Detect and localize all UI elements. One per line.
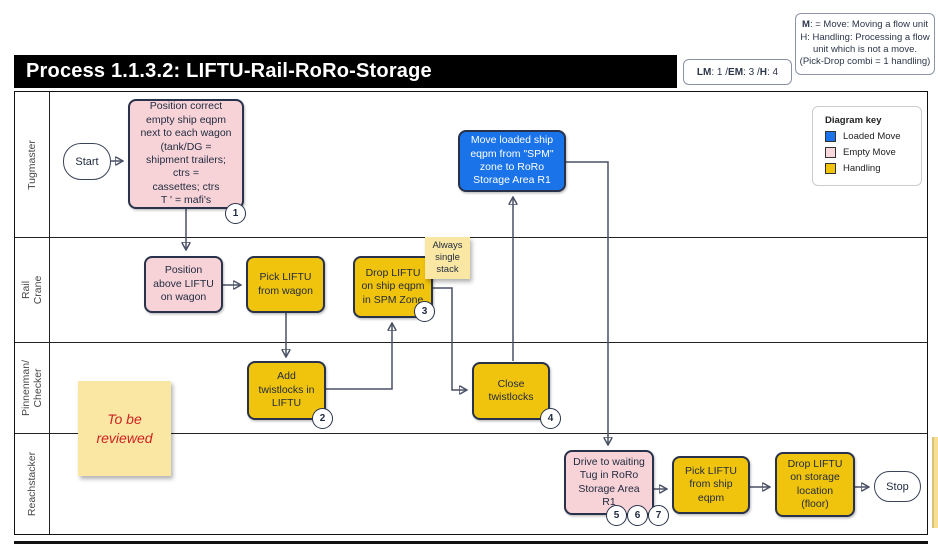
- legend-label: Empty Move: [843, 147, 896, 158]
- lane-label-cell: Rail Crane: [15, 238, 50, 342]
- step-number-4[interactable]: 4: [540, 408, 561, 429]
- legend-label: Loaded Move: [843, 131, 901, 142]
- lane-label-reachstacker: Reachstacker: [25, 451, 38, 517]
- lane-label-tugmaster: Tugmaster: [25, 139, 38, 190]
- step-text: Pick LIFTU from ship eqpm: [685, 464, 737, 504]
- lane-label-cell: Reachstacker: [15, 434, 50, 534]
- step-text: Position correct empty ship eqpm next to…: [140, 100, 232, 207]
- step-text: Move loaded ship eqpm from "SPM" zone to…: [470, 134, 554, 187]
- lane-label-pinnenman-checker: Pinnenman/ Checker: [19, 359, 44, 417]
- step-text: Pick LIFTU from wagon: [258, 271, 313, 297]
- legend-label: Handling: [843, 163, 881, 174]
- start-label: Start: [75, 155, 99, 168]
- step-position-empty-ship-eqpm[interactable]: Position correct empty ship eqpm next to…: [128, 99, 244, 209]
- page-title: Process 1.1.3.2: LIFTU-Rail-RoRo-Storage: [26, 60, 432, 82]
- stop-terminal[interactable]: Stop: [874, 471, 921, 502]
- lane-tugmaster: Tugmaster: [15, 92, 927, 238]
- counter-em-value: : 3 /: [743, 66, 760, 78]
- step-add-twistlocks[interactable]: Add twistlocks in LIFTU: [247, 361, 326, 420]
- lane-rail-crane: Rail Crane: [15, 238, 927, 343]
- step-number-7[interactable]: 7: [648, 505, 669, 526]
- step-close-twistlocks[interactable]: Close twistlocks: [472, 362, 550, 420]
- note-text: M: = Move: Moving a flow unit H: Handlin…: [799, 19, 931, 68]
- lane-reachstacker: Reachstacker: [15, 434, 927, 534]
- step-number-5[interactable]: 5: [606, 505, 627, 526]
- lane-label-cell: Pinnenman/ Checker: [15, 343, 50, 433]
- step-text: Drop LIFTU on ship eqpm in SPM Zone: [361, 266, 425, 306]
- step-move-loaded-ship-eqpm[interactable]: Move loaded ship eqpm from "SPM" zone to…: [458, 130, 566, 192]
- lane-pinnenman-checker: Pinnenman/ Checker: [15, 343, 927, 434]
- step-text: Drop LIFTU on storage location (floor): [787, 457, 843, 510]
- empty-move-swatch: [825, 147, 836, 158]
- move-handling-definition-note[interactable]: M: = Move: Moving a flow unit H: Handlin…: [795, 13, 935, 75]
- counter-lm-label: LM: [696, 66, 712, 78]
- swimlane-frame: Tugmaster Rail Crane Pinnenman/ Checker …: [14, 91, 928, 535]
- move-handling-counter-badge[interactable]: LM: 1 / EM: 3 / H: 4: [683, 59, 792, 85]
- diagram-key-title: Diagram key: [825, 115, 882, 126]
- start-terminal[interactable]: Start: [63, 143, 111, 180]
- step-position-above-liftu[interactable]: Position above LIFTU on wagon: [144, 256, 223, 313]
- sticky-partial-right-edge[interactable]: [932, 437, 938, 528]
- step-drop-liftu-storage-location[interactable]: Drop LIFTU on storage location (floor): [775, 452, 855, 517]
- bottom-divider-line: [14, 541, 928, 544]
- step-text: Add twistlocks in LIFTU: [258, 370, 315, 410]
- lane-label-rail-crane: Rail Crane: [19, 275, 44, 305]
- legend-item-handling: Handling: [825, 163, 921, 174]
- counter-h-value: : 4: [766, 66, 779, 78]
- loaded-move-swatch: [825, 131, 836, 142]
- step-text: Drive to waiting Tug in RoRo Storage Are…: [573, 455, 645, 508]
- handling-swatch: [825, 163, 836, 174]
- legend-item-empty-move: Empty Move: [825, 147, 921, 158]
- step-text: Close twistlocks: [488, 377, 534, 403]
- counter-em-label: EM: [728, 66, 744, 78]
- step-number-2[interactable]: 2: [312, 408, 333, 429]
- process-title-bar: Process 1.1.3.2: LIFTU-Rail-RoRo-Storage: [14, 55, 677, 88]
- step-text: Position above LIFTU on wagon: [153, 264, 214, 304]
- step-drive-to-waiting-tug[interactable]: Drive to waiting Tug in RoRo Storage Are…: [564, 450, 654, 515]
- sticky-text: To be reviewed: [96, 410, 153, 446]
- step-number-3[interactable]: 3: [414, 301, 435, 322]
- step-number-6[interactable]: 6: [627, 505, 648, 526]
- sticky-always-single-stack[interactable]: Always single stack: [425, 237, 470, 279]
- step-pick-liftu-from-wagon[interactable]: Pick LIFTU from wagon: [246, 256, 325, 313]
- diagram-key[interactable]: Diagram key Loaded Move Empty Move Handl…: [812, 106, 922, 186]
- lane-label-cell: Tugmaster: [15, 92, 50, 237]
- sticky-to-be-reviewed[interactable]: To be reviewed: [78, 381, 171, 476]
- stop-label: Stop: [886, 480, 909, 493]
- sticky-text: Always single stack: [432, 240, 463, 275]
- counter-lm-value: : 1 /: [711, 66, 729, 78]
- step-number-1[interactable]: 1: [225, 203, 246, 224]
- counter-h-label: H: [759, 66, 767, 78]
- step-pick-liftu-from-ship-eqpm[interactable]: Pick LIFTU from ship eqpm: [672, 456, 750, 514]
- legend-item-loaded-move: Loaded Move: [825, 131, 921, 142]
